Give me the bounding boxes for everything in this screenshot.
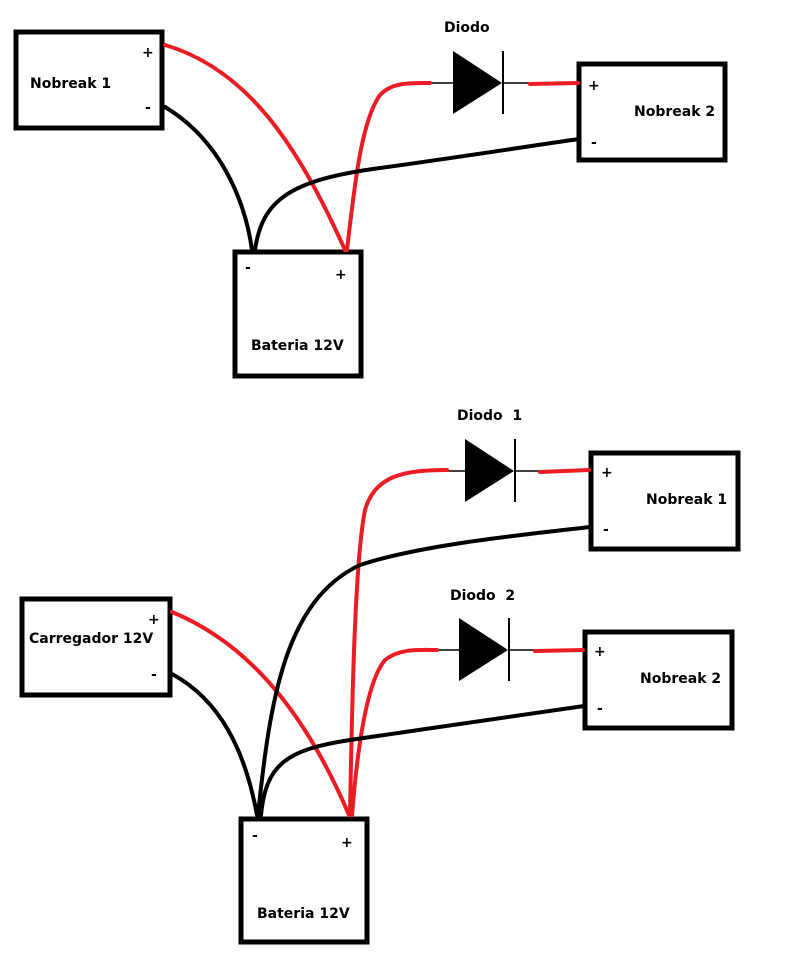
top-wire-diode-to-nobreak2-positive (528, 81, 580, 86)
bottom-wire-charger-positive-to-battery (170, 610, 351, 817)
bottom-nobreak-2: Nobreak 2 + - (582, 629, 735, 731)
bottom-diode-2-triangle-icon (459, 618, 508, 681)
top-battery-label: Bateria 12V (251, 338, 344, 354)
bottom-charger: Carregador 12V + - (19, 596, 173, 698)
bottom-nobreak-2-box (582, 629, 735, 731)
bottom-wire-battery-negative-to-nobreak1 (256, 525, 592, 817)
bottom-nobreak-1-negative-terminal: - (603, 522, 609, 538)
bottom-battery-label: Bateria 12V (257, 906, 350, 922)
bottom-battery-positive-terminal: + (341, 835, 353, 851)
top-nobreak-1-box (13, 29, 165, 131)
top-nobreak-1-negative-terminal: - (145, 100, 151, 116)
top-diode: Diodo (430, 20, 530, 114)
top-wire-battery-negative-to-nobreak2 (253, 137, 581, 252)
bottom-nobreak-1-positive-terminal: + (601, 465, 613, 481)
bottom-charger-label: Carregador 12V (29, 631, 153, 647)
bottom-diode-1-label: Diodo 1 (457, 408, 522, 424)
top-battery-box (232, 249, 364, 379)
bottom-diode-2: Diodo 2 (437, 588, 535, 681)
bottom-nobreak-2-positive-terminal: + (594, 644, 606, 660)
bottom-nobreak-1: Nobreak 1 + - (588, 450, 741, 552)
bottom-wire-diode-2-to-nobreak2-positive (533, 648, 585, 653)
bottom-diagram: Carregador 12V + - Nobreak 1 + - Nobreak… (19, 408, 741, 945)
bottom-diode-1: Diodo 1 (447, 408, 540, 502)
top-diode-label: Diodo (444, 20, 490, 36)
top-nobreak-2-label: Nobreak 2 (634, 104, 715, 120)
bottom-nobreak-1-label: Nobreak 1 (646, 492, 727, 508)
top-nobreak-2-box (576, 61, 728, 163)
bottom-wire-battery-negative-to-nobreak2 (259, 704, 586, 817)
top-battery-negative-terminal: - (245, 260, 251, 276)
top-diagram: Nobreak 1 + - Nobreak 2 + - Bateria 12V … (13, 20, 728, 379)
bottom-wire-battery-positive-to-diode-2 (350, 647, 439, 817)
top-nobreak-2: Nobreak 2 + - (576, 61, 728, 163)
bottom-battery-box (238, 816, 370, 945)
bottom-charger-negative-terminal: - (151, 667, 157, 683)
top-wire-battery-positive-to-diode (345, 80, 432, 252)
bottom-battery-negative-terminal: - (252, 828, 258, 844)
top-battery-positive-terminal: + (335, 267, 347, 283)
top-wire-nobreak1-positive-to-battery (163, 43, 347, 252)
top-wire-nobreak1-negative-to-battery (163, 105, 254, 252)
bottom-battery: Bateria 12V - + (238, 816, 370, 945)
bottom-diode-1-triangle-icon (465, 439, 514, 502)
bottom-diode-2-label: Diodo 2 (450, 588, 515, 604)
bottom-wire-diode-1-to-nobreak1-positive (538, 468, 591, 474)
top-nobreak-1-positive-terminal: + (142, 45, 154, 61)
bottom-charger-box (19, 596, 173, 698)
bottom-wire-charger-negative-to-battery (170, 672, 259, 817)
top-nobreak-1: Nobreak 1 + - (13, 29, 165, 131)
bottom-wire-battery-positive-to-diode-1 (348, 468, 449, 817)
top-battery: Bateria 12V - + (232, 249, 364, 379)
top-nobreak-2-positive-terminal: + (588, 78, 600, 94)
bottom-nobreak-1-box (588, 450, 741, 552)
bottom-charger-positive-terminal: + (148, 612, 160, 628)
top-diode-triangle-icon (453, 51, 502, 114)
bottom-nobreak-2-label: Nobreak 2 (640, 671, 721, 687)
bottom-nobreak-2-negative-terminal: - (597, 701, 603, 717)
top-nobreak-1-label: Nobreak 1 (30, 76, 111, 92)
top-nobreak-2-negative-terminal: - (591, 135, 597, 151)
